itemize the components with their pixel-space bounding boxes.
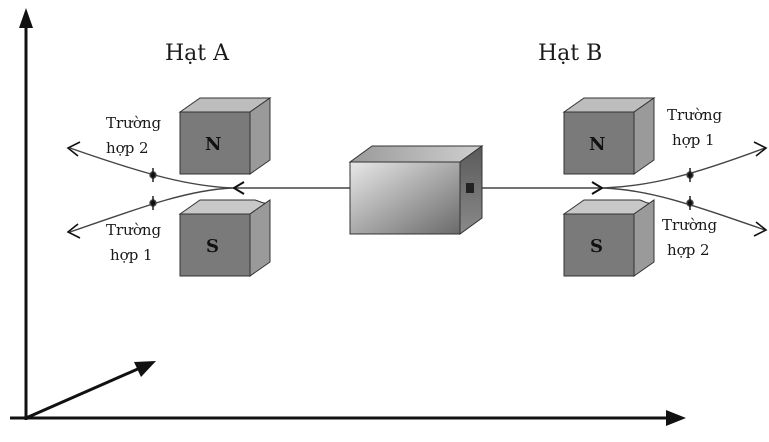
right-down-arrowhead	[753, 221, 768, 237]
left-north-pole-label: N	[205, 134, 221, 155]
left-down-arrowhead	[66, 223, 81, 239]
particle-a-title: Hạt A	[165, 41, 230, 66]
beam-left-chevron	[232, 181, 245, 195]
right-case-2-line1: Trường	[662, 216, 718, 234]
left-up-arrowhead	[66, 141, 81, 157]
right-path-up	[603, 147, 766, 189]
right-case-1-line2: hợp 1	[672, 131, 715, 149]
source-aperture	[466, 183, 474, 193]
right-up-arrowhead	[753, 141, 768, 157]
right-magnet-north: N	[562, 97, 656, 175]
right-south-pole-label: S	[590, 236, 603, 257]
beam-right-chevron	[591, 181, 604, 195]
left-deflection-paths	[66, 141, 233, 239]
left-case-2-line2: hợp 2	[106, 139, 149, 157]
right-north-pole-label: N	[589, 134, 605, 155]
depth-axis-arrowhead	[134, 361, 156, 377]
right-deflection-paths	[603, 141, 768, 237]
left-south-pole-label: S	[206, 236, 219, 257]
right-case-1-line1: Trường	[667, 106, 723, 124]
left-case-2-line1: Trường	[106, 114, 162, 132]
left-magnet-south: S	[178, 199, 271, 277]
right-magnet-south: S	[562, 199, 655, 277]
axes	[10, 8, 686, 426]
vertical-axis-arrowhead	[19, 8, 33, 28]
left-path-down	[69, 187, 233, 233]
right-case-2-line2: hợp 2	[667, 241, 710, 259]
particle-source-box	[348, 145, 484, 235]
left-path-up	[69, 147, 233, 189]
particle-beams	[232, 181, 604, 195]
left-case-1-line1: Trường	[106, 221, 162, 239]
particle-b-title: Hạt B	[538, 41, 602, 66]
left-magnet-north: N	[178, 97, 272, 175]
left-case-1-line2: hợp 1	[110, 246, 153, 264]
depth-axis	[25, 366, 141, 420]
right-path-down	[603, 187, 766, 231]
horizontal-axis-arrowhead	[666, 410, 686, 426]
